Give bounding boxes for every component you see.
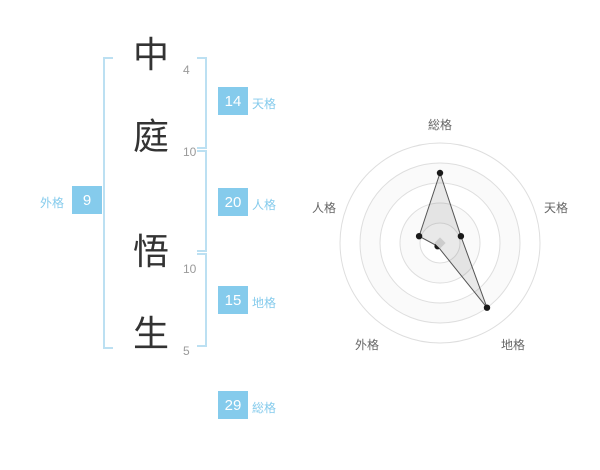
tenkaku-label: 天格 xyxy=(252,97,277,111)
radar-axis-chikaku: 地格 xyxy=(500,338,526,352)
soukaku-label: 総格 xyxy=(252,401,277,415)
radar-axis-soukaku: 総格 xyxy=(427,118,453,132)
radar-axis-gaikaku: 外格 xyxy=(354,338,380,352)
jinkaku-bracket xyxy=(197,150,207,252)
radar-axis-tenkaku: 天格 xyxy=(543,201,569,215)
radar-chart-canvas xyxy=(339,142,541,344)
chikaku-label: 地格 xyxy=(252,296,277,310)
gaikaku-label: 外格 xyxy=(40,196,65,210)
name-char-2: 庭 xyxy=(132,117,169,158)
stroke-count-2: 10 xyxy=(183,145,197,159)
soukaku-value-badge: 29 xyxy=(218,391,248,419)
chikaku-value-badge: 15 xyxy=(218,286,248,314)
tenkaku-value-badge: 14 xyxy=(218,87,248,115)
name-char-4: 生 xyxy=(132,314,169,355)
gaikaku-value-badge: 9 xyxy=(72,186,102,214)
name-char-3: 悟 xyxy=(132,232,169,273)
tenkaku-bracket xyxy=(197,57,207,149)
stroke-count-4: 5 xyxy=(183,344,190,358)
stroke-count-3: 10 xyxy=(183,262,197,276)
name-char-1: 中 xyxy=(132,35,169,76)
radar-axis-jinkaku: 人格 xyxy=(311,201,337,215)
stroke-count-1: 4 xyxy=(183,63,190,77)
jinkaku-label: 人格 xyxy=(252,198,277,212)
gaikaku-bracket xyxy=(103,57,113,349)
radar-chart: 総格 天格 地格 外格 人格 xyxy=(300,108,590,398)
chikaku-bracket xyxy=(197,253,207,347)
jinkaku-value-badge: 20 xyxy=(218,188,248,216)
